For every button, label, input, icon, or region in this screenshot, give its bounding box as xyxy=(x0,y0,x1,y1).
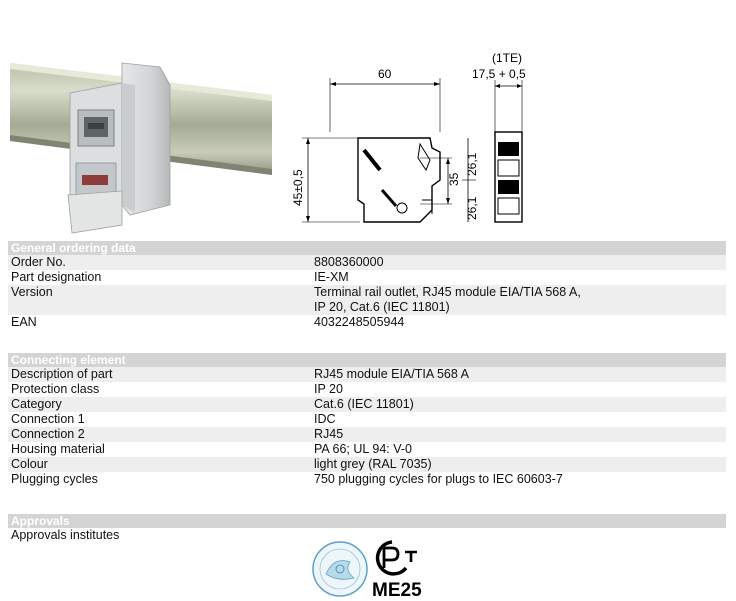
table-row: Connection 1 IDC xyxy=(8,412,726,427)
row-value: IP 20 xyxy=(314,382,343,396)
general-ordering-section: General ordering data Order No. 88083600… xyxy=(8,241,726,330)
row-label: Plugging cycles xyxy=(11,472,98,486)
row-value: 750 plugging cycles for plugs to IEC 606… xyxy=(314,472,563,486)
certification-marks: ME25 xyxy=(312,540,422,600)
table-row: Version Terminal rail outlet, RJ45 modul… xyxy=(8,285,726,315)
row-label: Approvals institutes xyxy=(11,528,120,542)
row-label: Protection class xyxy=(11,382,100,396)
table-row: Part designation IE-XM xyxy=(8,270,726,285)
row-label: Category xyxy=(11,397,62,411)
te-label: (1TE) xyxy=(492,51,522,65)
table-row: Plugging cycles 750 plugging cycles for p… xyxy=(8,472,726,487)
table-row: Colour light grey (RAL 7035) xyxy=(8,457,726,472)
row-label: Connection 1 xyxy=(11,412,85,426)
certification-logos: ME25 xyxy=(310,538,440,600)
row-value: IDC xyxy=(314,412,336,426)
height-dimension: 45±0,5 xyxy=(291,169,305,206)
value-text: 8808360000 xyxy=(314,255,384,269)
table-row: Protection class IP 20 xyxy=(8,382,726,397)
width-dimension: 60 xyxy=(378,67,392,81)
section-header: Approvals xyxy=(8,514,726,528)
section-header: Connecting element xyxy=(8,353,726,367)
row-label: Colour xyxy=(11,457,48,471)
table-row: Category Cat.6 (IEC 11801) xyxy=(8,397,726,412)
row-value: 4032248505944 xyxy=(314,315,726,330)
me25-code: ME25 xyxy=(372,580,422,600)
approvals-section: Approvals Approvals institutes xyxy=(8,514,726,543)
row-value: light grey (RAL 7035) xyxy=(314,457,432,471)
row-value: 8808360000 xyxy=(314,255,726,270)
row-label: Description of part xyxy=(11,367,113,381)
value-text: IE-XM xyxy=(314,270,349,284)
value-text: 4032248505944 xyxy=(314,315,405,329)
row-label: Part designation xyxy=(11,270,102,284)
row-label: EAN xyxy=(11,315,37,329)
value-text-line2: IP 20, Cat.6 (IEC 11801) xyxy=(314,300,450,314)
rail-35-dimension: 35 xyxy=(447,172,461,186)
table-row: EAN 4032248505944 xyxy=(8,315,726,330)
row-value: RJ45 xyxy=(314,427,344,441)
row-label: Connection 2 xyxy=(11,427,85,441)
product-hero: 60 45±0,5 35 26,1 26,1 (1TE) 17,5 + 0,5 xyxy=(0,0,736,238)
row-label: Version xyxy=(11,285,53,299)
side-view-drawing: (1TE) 17,5 + 0,5 xyxy=(472,51,526,223)
general-rows: Order No. 8808360000 Part designation IE… xyxy=(8,255,726,330)
row-value: Cat.6 (IEC 11801) xyxy=(314,397,414,411)
row-value: Terminal rail outlet, RJ45 module EIA/TI… xyxy=(314,285,726,315)
table-row: Connection 2 RJ45 xyxy=(8,427,726,442)
value-text: Terminal rail outlet, RJ45 module EIA/TI… xyxy=(314,285,581,299)
row-value: RJ45 module EIA/TIA 568 A xyxy=(314,367,469,381)
row-value: PA 66; UL 94: V-0 xyxy=(314,442,412,456)
approvals-rows: Approvals institutes xyxy=(8,528,726,543)
dim-26-bottom: 26,1 xyxy=(465,196,479,220)
table-row: Housing material PA 66; UL 94: V-0 xyxy=(8,442,726,457)
product-photo xyxy=(10,62,272,234)
dimension-drawing: 60 45±0,5 35 26,1 26,1 xyxy=(291,67,479,223)
section-header: General ordering data xyxy=(8,241,726,255)
dim-26-top: 26,1 xyxy=(465,152,479,176)
te-width-dimension: 17,5 + 0,5 xyxy=(472,67,526,81)
table-row: Description of part RJ45 module EIA/TIA 5… xyxy=(8,367,726,382)
table-row: Approvals institutes xyxy=(8,528,726,543)
row-label: Order No. xyxy=(11,255,66,269)
connecting-rows: Description of part RJ45 module EIA/TIA 5… xyxy=(8,367,726,487)
table-row: Order No. 8808360000 xyxy=(8,255,726,270)
round-seal-icon xyxy=(312,541,368,597)
row-value: IE-XM xyxy=(314,270,726,285)
row-label: Housing material xyxy=(11,442,105,456)
pct-mark-icon xyxy=(375,540,417,576)
